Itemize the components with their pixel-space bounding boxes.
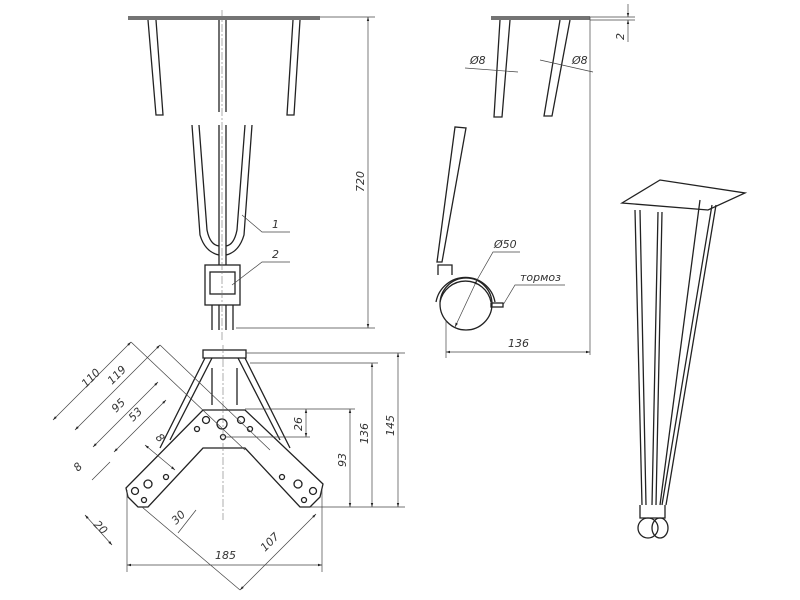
- perspective-rods: [634, 199, 717, 506]
- dim-93: 93: [336, 453, 349, 467]
- base-view: 185 26 93 136 145 110 119 95 53 8 8 20: [52, 341, 405, 591]
- height-dim-720: 720: [354, 171, 367, 192]
- rod-diameter-left: Ø8: [469, 54, 486, 67]
- side-view: 2 Ø8 Ø8 Ø50 тормоз 136: [435, 4, 635, 358]
- dim-119: 119: [105, 363, 129, 387]
- dim-8-lower: 8: [71, 460, 85, 474]
- side-lower-rod: [436, 126, 467, 263]
- dim-53: 53: [126, 405, 145, 424]
- dim-136: 136: [358, 423, 371, 444]
- side-rod-right: [543, 19, 571, 117]
- side-width-dim: 136: [508, 337, 529, 350]
- rod-right: [286, 19, 301, 116]
- perspective-wheel: [637, 517, 659, 539]
- callout-2: 2: [272, 248, 279, 261]
- dim-145: 145: [384, 415, 397, 436]
- rod-dim-line-left: [464, 67, 519, 73]
- base-cap: [202, 349, 247, 359]
- dim-110: 110: [79, 366, 103, 390]
- callout-1: 1: [272, 218, 279, 231]
- rod-diameter-right: Ø8: [571, 54, 588, 67]
- dim-95: 95: [109, 396, 128, 415]
- base-width-185: 185: [215, 549, 236, 562]
- dim-26: 26: [292, 417, 305, 431]
- perspective-view: [619, 179, 748, 539]
- plate-thickness-dim: 2: [614, 33, 627, 40]
- rod-left: [147, 19, 164, 116]
- side-rod-left: [493, 19, 511, 118]
- wheel: [439, 277, 493, 331]
- dim-8-upper: 8: [153, 431, 167, 445]
- front-view: 720 1 2: [128, 10, 375, 340]
- rod-center: [218, 20, 227, 112]
- dim-107: 107: [258, 530, 282, 554]
- dim-20: 20: [91, 518, 110, 537]
- brake-lever: [490, 302, 504, 308]
- perspective-plate: [619, 179, 748, 211]
- fork-rods: [191, 124, 253, 256]
- brake-label: тормоз: [520, 271, 561, 284]
- wheel-diameter: Ø50: [493, 238, 517, 251]
